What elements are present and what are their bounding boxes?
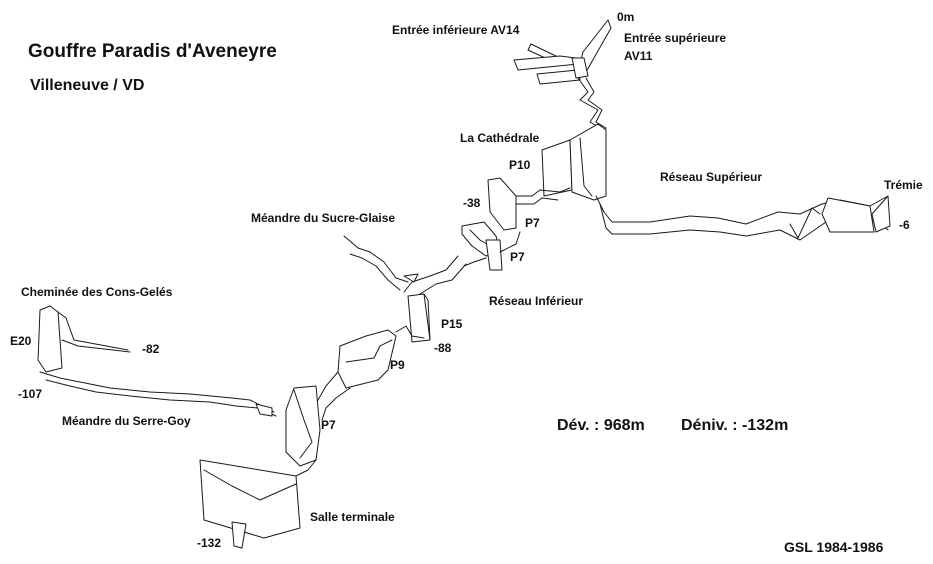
label-depth-minus-6: -6 [899,218,910,232]
survey-credit: GSL 1984-1986 [784,539,884,555]
p10-connection-wall [515,197,559,205]
stat-development: Dév. : 968m [557,417,645,434]
label-zero-depth: 0m [617,10,635,24]
reseau-superieur-side [789,207,821,239]
cheminee-gallery-bottom [61,339,131,353]
entrance-junction [571,57,589,79]
reseau-inferieur-wall-top [403,255,459,293]
entrance-passages [513,19,612,141]
salle-terminale-chamber [199,459,301,539]
sucre-glaise-end [403,273,419,283]
label-entree-superieure: Entrée supérieure [624,31,727,45]
label-meandre-sucre-glaise: Méandre du Sucre-Glaise [251,211,396,225]
label-p7-lower: P7 [321,418,336,432]
reseau-inferieur-link [463,257,487,267]
serre-goy-wall-bottom [45,379,277,417]
cathedrale-main-volume [569,123,607,201]
serre-goy-end [255,403,273,417]
entrance-gallery [513,55,579,71]
label-p15: P15 [441,317,463,331]
tremie-shaft [871,195,891,233]
salle-terminale-sump [231,521,247,549]
p7-lower-inner [293,389,313,459]
p15-area [407,293,431,343]
p7-connector [499,231,521,253]
label-depth-minus-82: -82 [142,342,160,356]
label-av11: AV11 [624,49,653,63]
label-salle-terminale: Salle terminale [310,510,395,524]
reseau-superieur-end-chamber [821,197,875,233]
sucre-glaise-wall-bottom [349,253,401,291]
label-depth-minus-132: -132 [197,536,222,550]
salle-terminale [199,459,317,549]
label-depth-minus-107: -107 [18,387,43,401]
label-cathedrale: La Cathédrale [460,131,540,145]
survey-title: Gouffre Paradis d'Aveneyre [28,41,277,62]
label-reseau-inferieur: Réseau Inférieur [489,294,584,308]
salle-terminale-link [295,459,317,477]
reseau-superieur [595,195,891,241]
survey-location: Villeneuve / VD [30,77,145,94]
p15-wall [423,293,431,341]
cheminee-gallery-top [57,311,129,351]
entrance-side-passage [536,69,581,85]
p9-descent-right [321,387,351,421]
meandre-sucre-glaise [343,235,419,291]
p7-lower [285,385,321,467]
label-reseau-superieur: Réseau Supérieur [660,170,763,184]
label-e20: E20 [10,334,32,348]
cheminee-serre-goy [37,305,277,417]
p9-inner [345,339,393,363]
label-p9: P9 [390,358,405,372]
label-p7-middle: P7 [510,250,525,264]
label-depth-minus-88: -88 [434,341,452,355]
label-tremie: Trémie [884,178,923,192]
label-meandre-serre-goy: Méandre du Serre-Goy [62,414,191,428]
cathedrale-area [487,123,607,231]
sucre-glaise-wall-top [343,235,409,283]
cheminee-e20 [37,305,63,373]
p7-middle-shaft [485,239,503,271]
stat-depth: Déniv. : -132m [681,417,789,434]
serre-goy-wall-top [39,371,275,413]
cathedrale-inner-wall [579,137,593,197]
salle-terminale-inner [203,469,297,501]
label-entree-inferieure: Entrée inférieure AV14 [392,23,520,37]
label-p7-upper: P7 [525,216,540,230]
p10-shaft [487,177,517,231]
label-depth-minus-38: -38 [463,196,481,210]
p10-connection [515,187,571,197]
label-cheminee-cons-geles: Cheminée des Cons-Gelés [21,285,173,299]
entrance-descent-wall [585,77,607,141]
p9-connector [395,325,425,339]
cathedrale-chamber [541,139,573,197]
label-p10: P10 [509,158,531,172]
p9-area [311,325,425,421]
middle-section [403,221,521,301]
p7-lower-shaft [285,385,321,467]
